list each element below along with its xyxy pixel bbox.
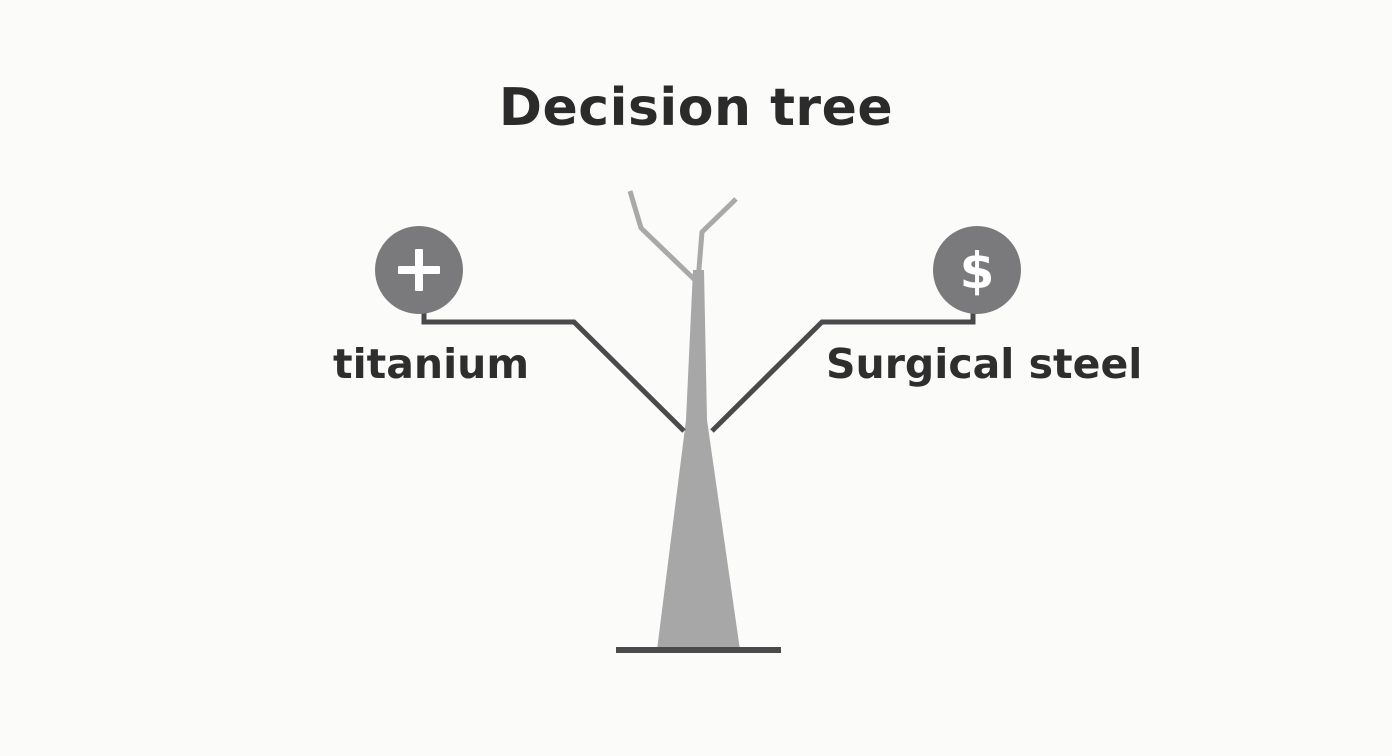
plus-icon	[375, 226, 463, 314]
dollar-icon: $	[933, 226, 1021, 314]
trunk-twig-right	[695, 197, 738, 282]
tree-trunk	[657, 270, 740, 650]
branch-line-right	[710, 309, 976, 433]
branch-label-titanium: titanium	[333, 340, 530, 388]
trunk-twig-left	[627, 190, 698, 283]
branch-line-left	[421, 312, 686, 433]
tree-base	[616, 647, 781, 653]
branch-label-surgical-steel: Surgical steel	[826, 340, 1143, 388]
svg-text:$: $	[960, 242, 995, 300]
diagram-title: Decision tree	[498, 78, 894, 138]
